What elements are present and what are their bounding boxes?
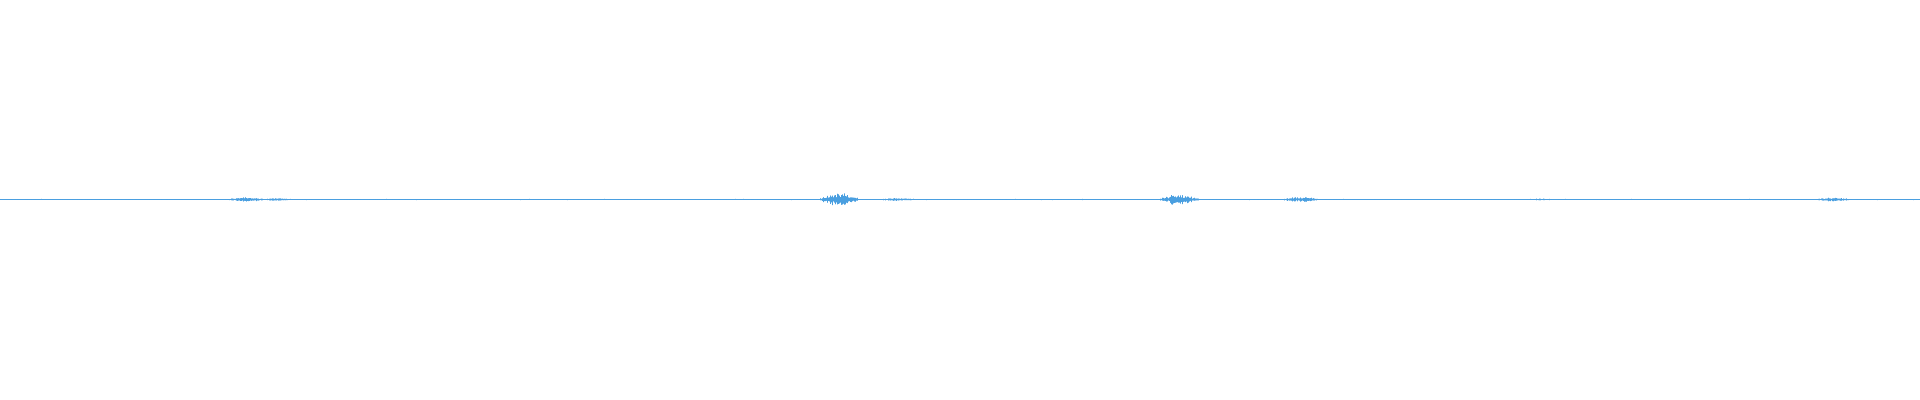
waveform-samples	[0, 193, 1920, 206]
waveform-peaks	[0, 193, 1920, 206]
